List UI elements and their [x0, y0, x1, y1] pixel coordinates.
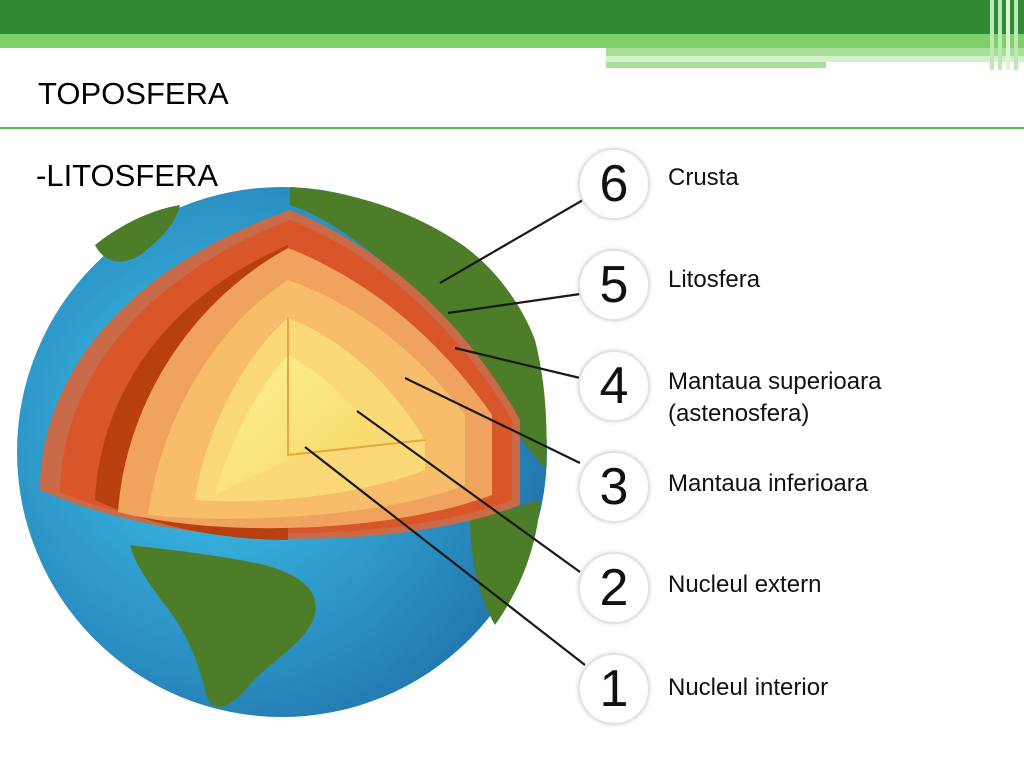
leader-line-5: [447, 292, 581, 315]
layer-label-crusta: Crusta: [668, 164, 739, 191]
layer-badge-3: 3: [578, 451, 650, 523]
layer-badge-2: 2: [578, 552, 650, 624]
layer-badge-5: 5: [578, 249, 650, 321]
land-south-america: [130, 545, 316, 707]
earth-diagram: [17, 187, 586, 717]
layer-badge-6: 6: [578, 148, 650, 220]
layer-label-nucleul-extern: Nucleul extern: [668, 571, 822, 598]
slide-title: TOPOSFERA: [38, 76, 229, 111]
header-band: [0, 0, 1024, 70]
layer-label-nucleul-interior: Nucleul interior: [668, 674, 829, 701]
leader-line-4: [454, 346, 581, 380]
layer-label-mantaua-superioara: Mantaua superioara: [668, 368, 882, 395]
layer-badge-4: 4: [578, 350, 650, 422]
leader-lines: [304, 199, 586, 666]
leader-line-2: [356, 410, 581, 573]
layer-badge-1: 1: [578, 653, 650, 725]
leader-line-6: [439, 199, 584, 284]
layer-inner-core: [215, 355, 378, 495]
land-west: [95, 205, 180, 262]
layer-label-mantaua-inferioara: Mantaua inferioara: [668, 470, 869, 497]
leader-line-1: [304, 446, 586, 666]
title-divider: [0, 127, 1024, 129]
leader-line-3: [404, 377, 581, 464]
land-north: [290, 187, 547, 470]
layer-label-astenosfera: (astenosfera): [668, 400, 810, 427]
slide-subtitle: -LITOSFERA: [36, 158, 219, 193]
cut-edge: [287, 318, 426, 457]
layer-label-litosfera: Litosfera: [668, 266, 761, 293]
